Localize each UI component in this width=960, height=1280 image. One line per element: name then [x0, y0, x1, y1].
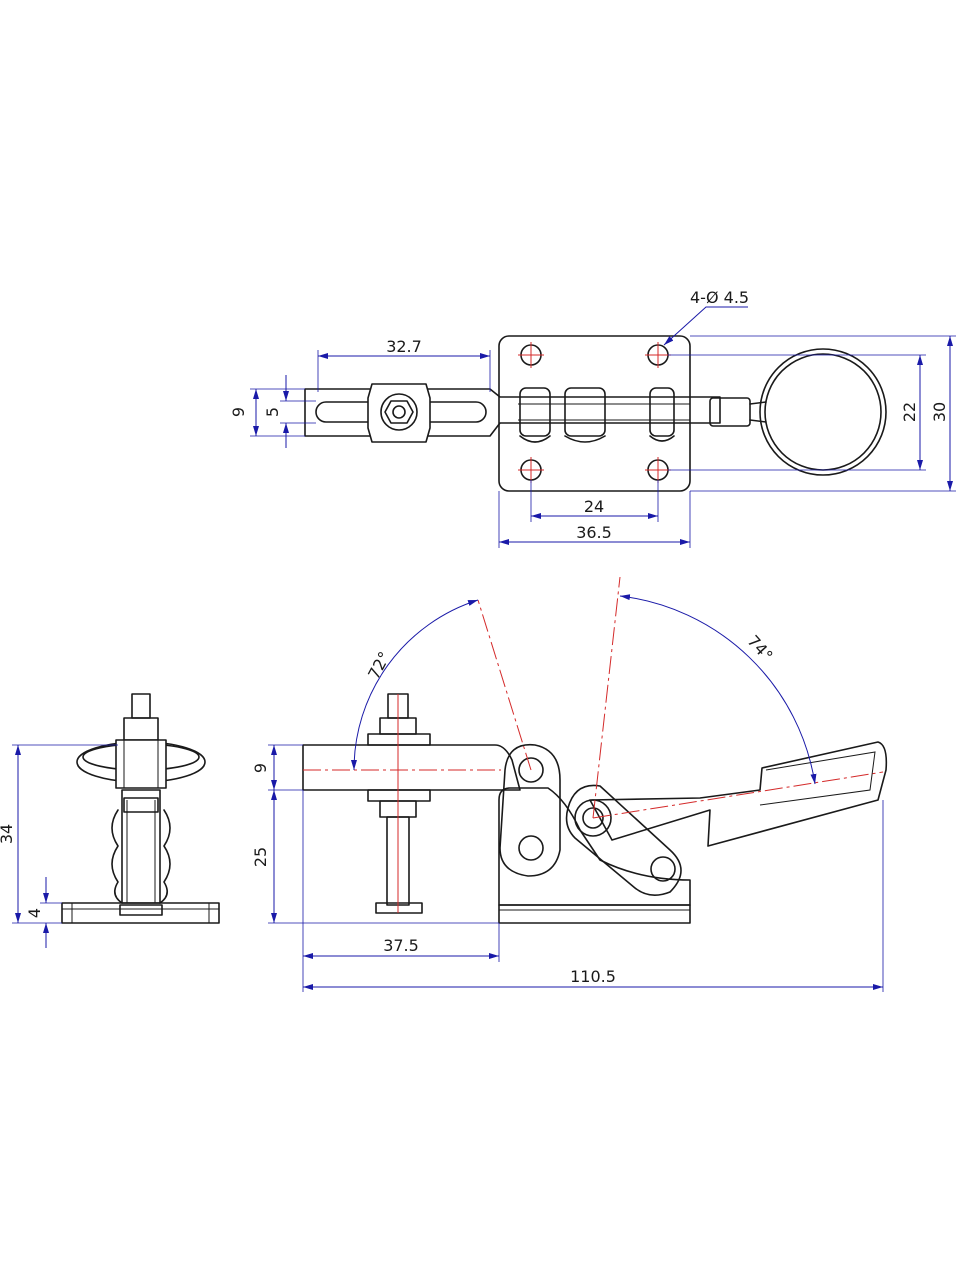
- dim-arm-thickness-label: 9: [251, 763, 270, 773]
- dim-arm-width-label: 9: [229, 407, 248, 417]
- link-stack-end: [111, 789, 171, 904]
- mounting-holes: [518, 342, 671, 483]
- clamp-arm-top: [304, 388, 721, 437]
- base-plate-side: [498, 904, 691, 924]
- angle-handle-label: 74°: [744, 631, 777, 665]
- handle-grip-top: [709, 397, 751, 427]
- handle-ring-outer: [759, 348, 887, 476]
- dim-base-thickness-label: 4: [25, 908, 44, 918]
- clamp-arm-side: [302, 744, 521, 791]
- base-plate-top: [498, 335, 691, 492]
- base-plate-end: [61, 902, 220, 924]
- dim-height-label: 25: [251, 847, 270, 867]
- top-dimensions: 32.7 9 5 4-Ø 4.5 24 36.5 22: [229, 288, 956, 548]
- dim-total-height-label: 34: [0, 824, 16, 844]
- handle-link: [565, 784, 682, 896]
- dim-hole-pitch-label: 24: [584, 497, 604, 516]
- dim-handle-inner-label: 22: [900, 402, 919, 422]
- connecting-link: [499, 743, 561, 877]
- side-view: 72° 74° 9 25 37.5 110.5: [251, 576, 888, 992]
- dim-spindle-offset-label: 37.5: [383, 936, 419, 955]
- top-view: 32.7 9 5 4-Ø 4.5 24 36.5 22: [229, 288, 956, 548]
- dim-total-length-label: 110.5: [570, 967, 616, 986]
- dim-arm-length-label: 32.7: [386, 337, 422, 356]
- hole-callout-label: 4-Ø 4.5: [690, 288, 749, 307]
- dim-base-width-label: 36.5: [576, 523, 612, 542]
- end-dimensions: 34 4: [0, 744, 118, 948]
- end-view: 34 4: [0, 693, 220, 948]
- side-dimensions: 9 25 37.5 110.5: [251, 744, 884, 992]
- dim-slot-width-label: 5: [263, 407, 282, 417]
- dim-handle-outer-label: 30: [930, 402, 949, 422]
- handle-ring-inner: [764, 353, 882, 471]
- spindle-side: [367, 693, 431, 914]
- spindle-block-top: [367, 383, 431, 443]
- angle-arm-label: 72°: [364, 648, 394, 682]
